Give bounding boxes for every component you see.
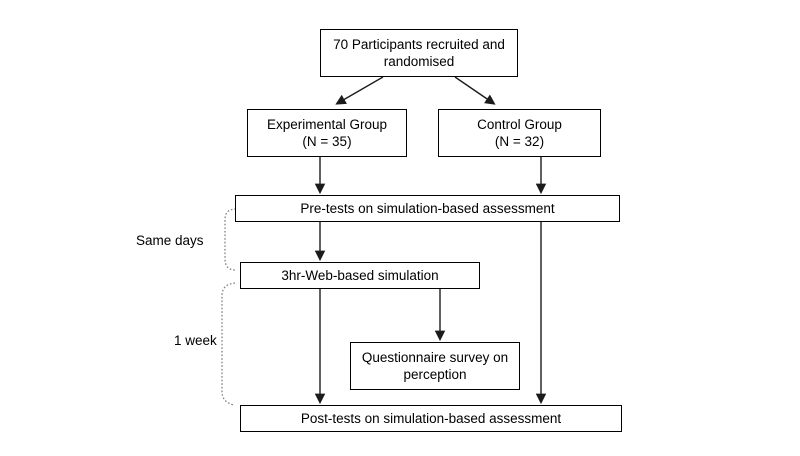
node-questionnaire-label: Questionnaire survey on perception [361, 350, 509, 382]
node-posttest-label: Post-tests on simulation-based assessmen… [300, 411, 562, 426]
node-control-label: Control Group [477, 117, 562, 132]
node-posttest: Post-tests on simulation-based assessmen… [240, 405, 622, 432]
brace-one-week [221, 282, 236, 406]
arrow-recruited-to-experimental [335, 76, 384, 105]
same-days-label: Same days [136, 233, 204, 248]
node-control-count: (N = 32) [494, 134, 545, 149]
node-simulation: 3hr-Web-based simulation [240, 262, 480, 289]
node-questionnaire: Questionnaire survey on perception [350, 342, 520, 390]
node-recruited: 70 Participants recruited and randomised [320, 29, 518, 77]
node-pretest: Pre-tests on simulation-based assessment [235, 195, 620, 222]
arrow-recruited-to-control [454, 76, 496, 105]
node-experimental-label: Experimental Group [266, 117, 388, 132]
node-recruited-label: 70 Participants recruited and randomised [333, 37, 505, 69]
node-experimental-group: Experimental Group (N = 35) [247, 109, 407, 157]
brace-same-days [224, 208, 237, 271]
node-simulation-label: 3hr-Web-based simulation [281, 268, 439, 283]
node-pretest-label: Pre-tests on simulation-based assessment [300, 201, 555, 216]
one-week-label: 1 week [174, 333, 217, 348]
node-experimental-count: (N = 35) [302, 134, 352, 149]
node-control-group: Control Group (N = 32) [438, 109, 601, 157]
